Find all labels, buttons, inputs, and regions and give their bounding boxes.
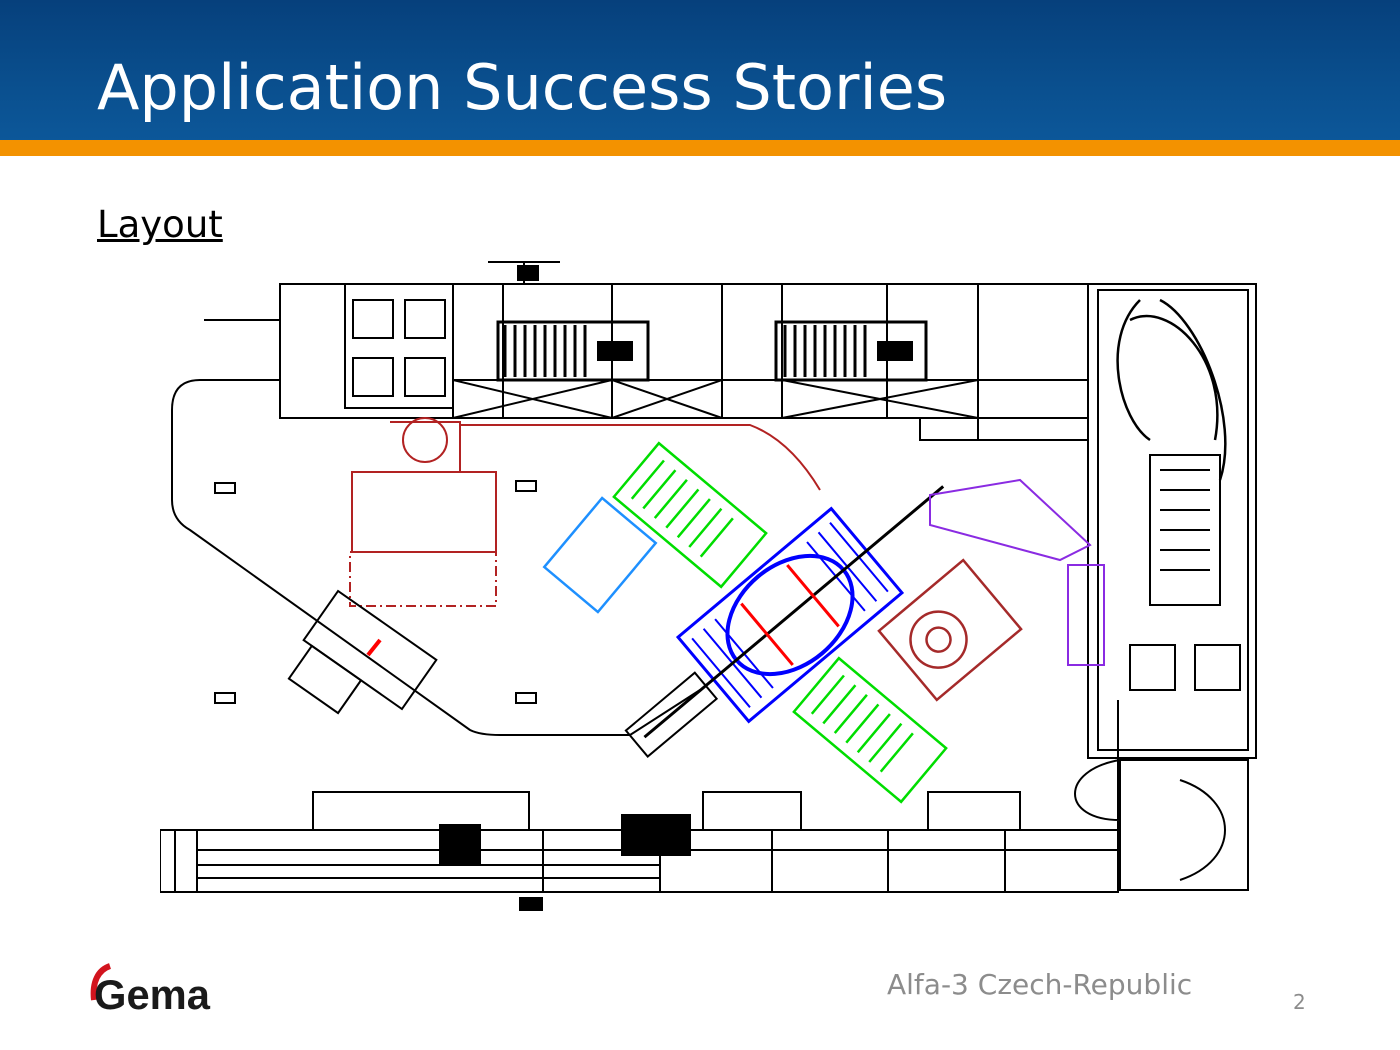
green-conveyor-top <box>612 441 768 589</box>
plant-layout-drawing <box>160 261 1257 911</box>
right-cure-tower <box>1074 283 1257 891</box>
footer-caption: Alfa-3 Czech-Republic <box>887 968 1193 1001</box>
header-bar <box>0 0 1400 140</box>
red-station <box>349 417 821 657</box>
green-conveyor-bottom <box>792 656 948 804</box>
slide-title: Application Success Stories <box>97 51 948 124</box>
header-accent-stripe <box>0 140 1400 156</box>
bottom-conveyor-line <box>160 791 1119 911</box>
gema-logo: Gema <box>90 963 211 1018</box>
rotary-booth <box>624 485 945 758</box>
top-booth-row <box>204 261 1089 441</box>
column-markers <box>214 480 537 704</box>
manual-booth <box>287 589 438 715</box>
svg-text:Gema: Gema <box>94 971 211 1018</box>
violet-arm <box>929 478 1105 666</box>
page-number: 2 <box>1293 990 1306 1014</box>
blue-unit <box>542 496 658 614</box>
red-robot <box>877 558 1023 702</box>
section-heading: Layout <box>97 203 223 246</box>
conveyor-loop <box>171 379 701 736</box>
